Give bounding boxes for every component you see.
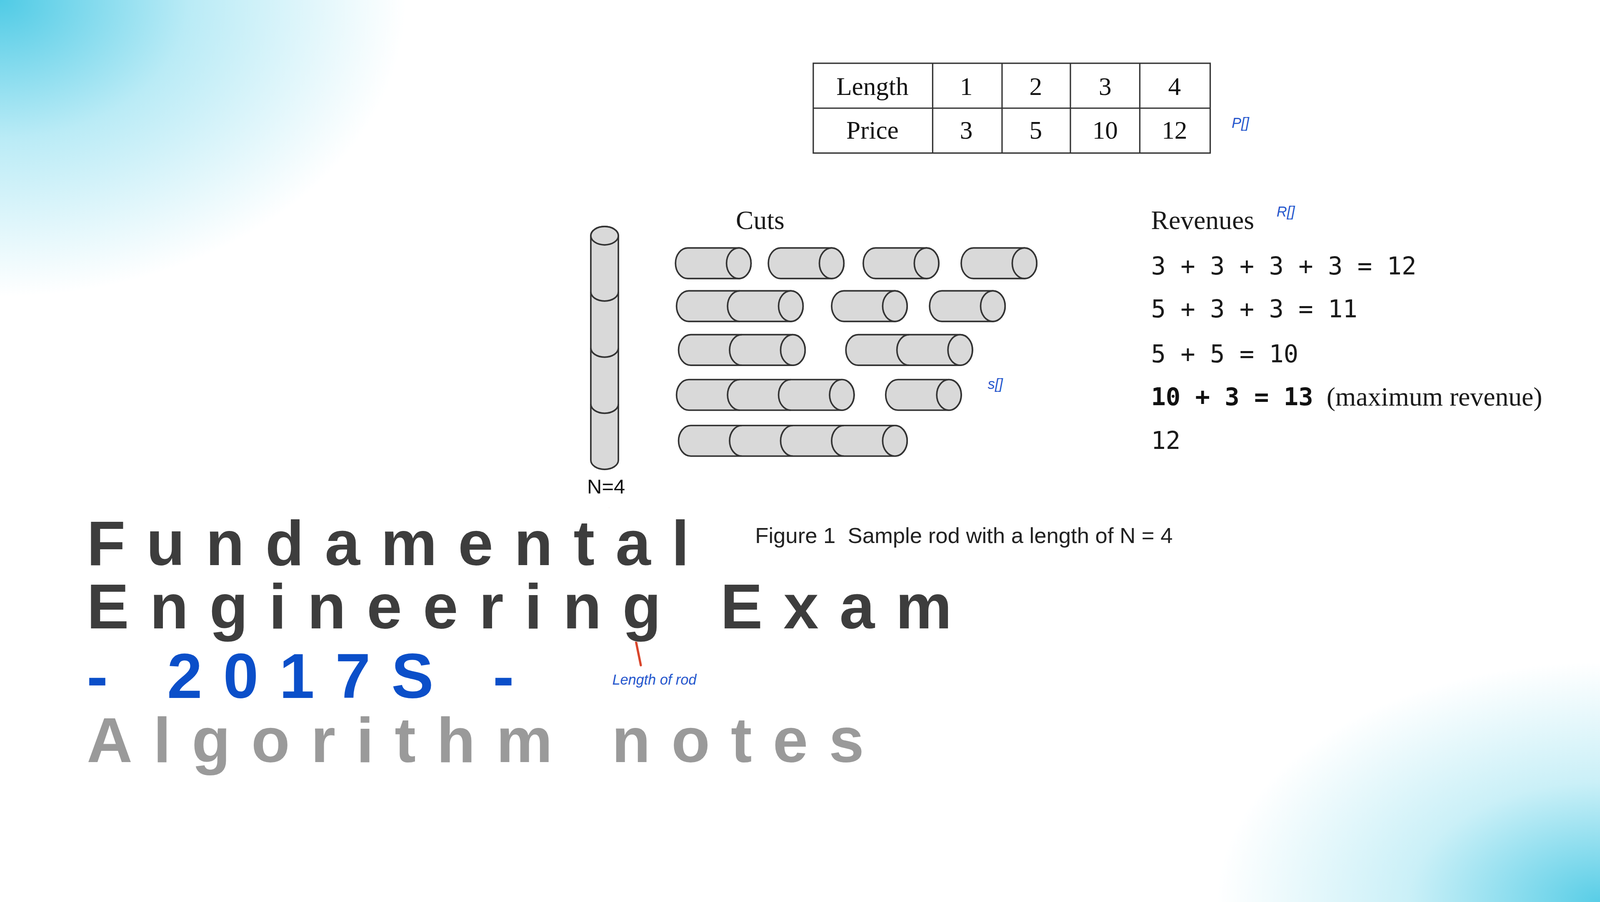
handwritten-note: P[] <box>1231 115 1250 133</box>
revenue-line: 3 + 3 + 3 + 3 = 12 <box>1150 251 1417 282</box>
rod-piece <box>678 335 806 366</box>
rod-piece <box>845 335 973 366</box>
rod-piece <box>678 425 908 457</box>
table-cell: 5 <box>1029 115 1043 146</box>
revenue-line: 5 + 3 + 3 = 11 <box>1150 294 1358 325</box>
piece-end <box>778 290 804 322</box>
piece-division <box>729 425 742 457</box>
rod-piece <box>675 247 751 279</box>
table-cell: 2 <box>1029 71 1043 102</box>
table-cell: 10 <box>1092 115 1118 146</box>
section-heading: Cuts <box>735 204 785 237</box>
table-rule <box>1001 63 1003 154</box>
rod-piece <box>768 247 844 279</box>
rod-piece <box>863 247 939 279</box>
rod-end <box>590 226 619 245</box>
handwritten-note: R[] <box>1276 203 1295 221</box>
piece-end <box>726 247 752 279</box>
piece-end <box>936 379 962 411</box>
piece-body <box>676 290 804 322</box>
table-cell: 1 <box>960 71 973 102</box>
piece-end <box>882 290 908 322</box>
handwritten-note: s[] <box>987 376 1003 394</box>
table-cell: 3 <box>960 115 973 146</box>
piece-end <box>829 379 855 411</box>
piece-division <box>727 290 740 322</box>
piece-body <box>845 335 973 366</box>
rod-piece <box>676 379 855 411</box>
table-cell: 12 <box>1161 115 1188 146</box>
piece-division <box>727 379 740 411</box>
piece-end <box>780 335 805 366</box>
revenue-line: 10 + 3 = 13 <box>1150 382 1313 412</box>
piece-body <box>675 247 751 279</box>
revenue-note: (maximum revenue) <box>1326 380 1543 413</box>
slide-subtitle: Algorithm notes <box>86 709 885 773</box>
rod-division <box>590 404 619 414</box>
piece-body <box>961 247 1037 279</box>
rod-length-label: N=4 <box>587 474 625 500</box>
vertical-rod <box>590 226 619 470</box>
rod-body <box>590 226 619 470</box>
rod-division <box>590 348 619 358</box>
piece-end <box>914 247 939 279</box>
rod-piece <box>885 379 962 411</box>
table-header: Price <box>846 115 899 146</box>
table-cell: 3 <box>1098 71 1112 102</box>
piece-body <box>863 247 939 279</box>
piece-body <box>678 335 806 366</box>
piece-body <box>929 290 1005 322</box>
table-rule <box>932 63 934 154</box>
piece-division <box>729 335 742 366</box>
piece-body <box>831 290 908 322</box>
table-cell: 4 <box>1167 71 1181 102</box>
slide-subtitle: - 2017S - <box>86 645 535 709</box>
cut-pieces <box>675 247 1037 457</box>
table-rule <box>1139 63 1141 154</box>
rod-piece <box>929 290 1005 322</box>
table-rule <box>813 107 1211 109</box>
piece-body <box>768 247 844 279</box>
piece-end <box>947 335 973 366</box>
piece-end <box>1012 247 1037 279</box>
revenue-line: 5 + 5 = 10 <box>1150 339 1299 370</box>
piece-division <box>831 425 844 457</box>
revenue-line: 12 <box>1150 426 1181 456</box>
piece-end <box>980 290 1005 322</box>
piece-end <box>882 425 908 457</box>
table-header: Length <box>836 71 909 102</box>
price-table-grid <box>813 63 1211 154</box>
piece-division <box>780 425 793 457</box>
table-border <box>813 63 1211 154</box>
table-rule <box>1069 63 1071 154</box>
piece-division <box>778 379 791 411</box>
rod-piece <box>961 247 1037 279</box>
piece-division <box>897 335 910 366</box>
figure-caption: Figure 1 Sample rod with a length of N =… <box>755 522 1173 549</box>
rod-piece <box>676 290 804 322</box>
piece-body <box>678 425 908 457</box>
handwritten-note: Length of rod <box>612 672 697 690</box>
piece-end <box>819 247 845 279</box>
rod-piece <box>831 290 908 322</box>
piece-body <box>676 379 855 411</box>
section-heading: Revenues <box>1150 204 1254 237</box>
piece-body <box>885 379 962 411</box>
rod-division <box>590 292 619 302</box>
